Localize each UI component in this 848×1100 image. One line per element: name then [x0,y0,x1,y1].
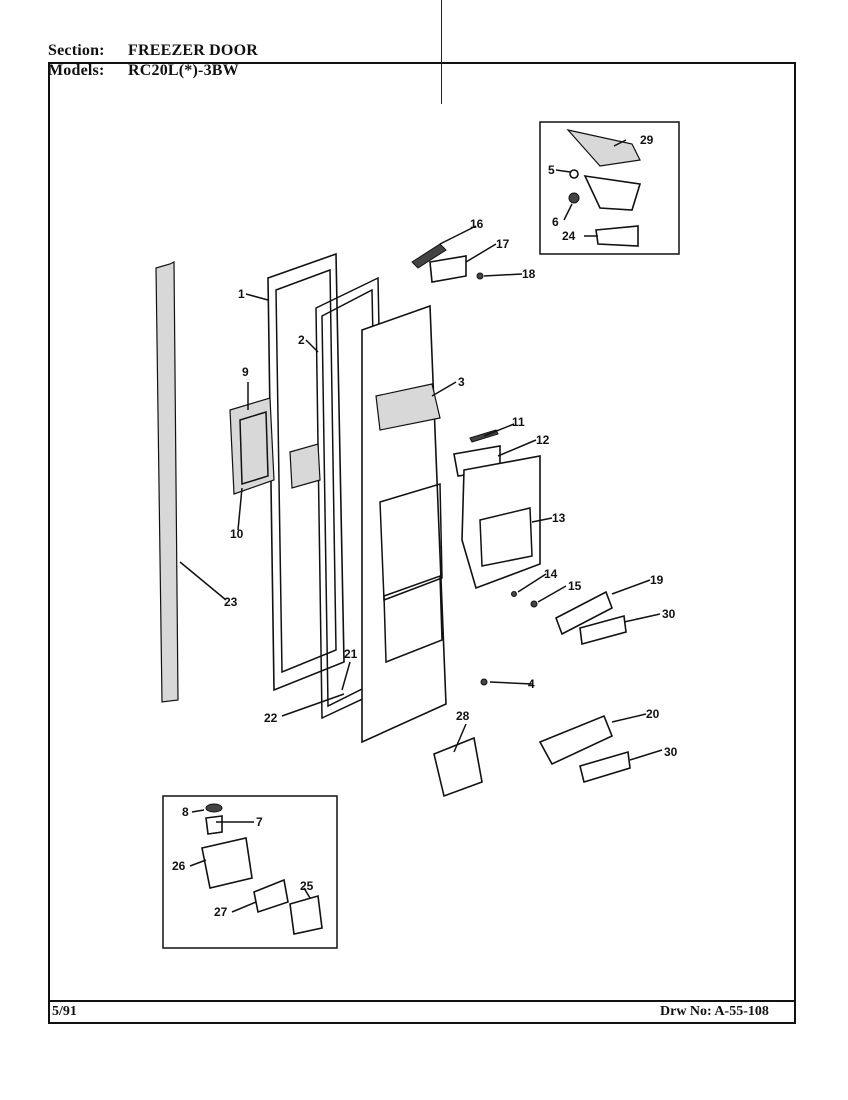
part-25-cam [289,894,323,935]
footer-date: 5/91 [52,1004,77,1019]
part-3-inner-liner [361,304,447,744]
callout-27: 27 [214,905,228,919]
part-30-trim-lower [579,750,631,784]
callout-22: 22 [264,711,278,725]
models-label: Models: [48,62,105,79]
callout-19: 19 [650,573,664,587]
part-15-nut [530,600,538,608]
section-label: Section: [48,42,105,59]
part-13-dispenser-housing [461,455,541,590]
callout-4: 4 [528,677,535,691]
callout-21: 21 [344,647,358,661]
callout-13: 13 [552,511,566,525]
callout-28: 28 [456,709,470,723]
models-value: RC20L(*)-3BW [128,62,239,79]
callout-8: 8 [182,805,189,819]
callout-6: 6 [552,215,559,229]
part-26-bracket [201,837,253,889]
footer-rule [48,1000,796,1002]
part-7-bushing [205,815,223,835]
callout-3: 3 [458,375,465,389]
part-6-washer [568,192,580,204]
callout-15: 15 [568,579,582,593]
callout-1: 1 [238,287,245,301]
callout-30-lower: 30 [664,745,678,759]
part-19-shelf [555,590,613,636]
part-29-hinge-cover [566,129,641,167]
callout-23: 23 [224,595,238,609]
part-24-shim [595,225,639,247]
part-27-plate [253,878,289,914]
callout-17: 17 [496,237,510,251]
part-16-spring [411,243,447,269]
callout-16: 16 [470,217,484,231]
callout-29: 29 [640,133,654,147]
part-5-pin [569,169,579,179]
part-hinge-bracket [583,174,642,211]
part-4-screw [480,678,488,686]
callout-14: 14 [544,567,558,581]
callout-18: 18 [522,267,536,281]
callout-11: 11 [512,415,525,429]
callout-2: 2 [298,333,305,347]
callout-9: 9 [242,365,249,379]
footer-drawing-number: Drw No: A-55-108 [660,1004,769,1019]
part-8-washer [205,803,223,813]
callout-20: 20 [646,707,660,721]
callout-25: 25 [300,879,314,893]
hinge-inset-box [539,121,680,255]
part-30-trim-upper [579,614,627,646]
part-18-screw [476,272,484,280]
callout-24: 24 [562,229,576,243]
leader-lines [179,139,663,913]
callout-10: 10 [230,527,244,541]
callout-12: 12 [536,433,550,447]
drawing-frame [48,62,796,1024]
part-20-bin [538,714,614,766]
part-23-trim-strip [155,261,179,703]
section-value: FREEZER DOOR [128,42,258,59]
callout-7: 7 [256,815,263,829]
callout-5: 5 [548,163,555,177]
part-17-bracket [429,255,467,283]
part-14-screw [511,591,517,597]
center-fold-line [441,0,442,104]
cam-inset-box [162,795,338,949]
callout-26: 26 [172,859,186,873]
part-28-cover [433,736,483,798]
callout-30-upper: 30 [662,607,676,621]
